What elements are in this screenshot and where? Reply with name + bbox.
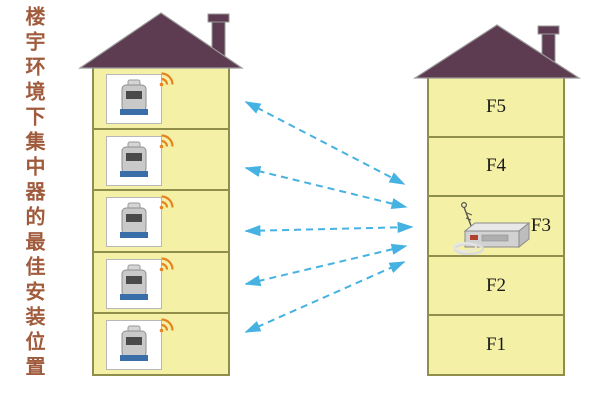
wifi-signal-icon	[158, 316, 176, 334]
left-floor-5	[94, 68, 228, 130]
wifi-signal-icon	[158, 255, 176, 273]
right-chimney-icon	[537, 25, 560, 67]
right-building: F5 F4 F3 F	[427, 76, 565, 376]
floor-f4: F4	[429, 138, 563, 198]
meter-device	[106, 197, 162, 248]
meter-device	[106, 320, 162, 371]
floor-label-f2: F2	[485, 274, 507, 296]
meter-device	[106, 258, 162, 309]
meter-icon	[120, 79, 148, 115]
floor-label-f5: F5	[485, 95, 507, 117]
floor-label-f4: F4	[485, 155, 507, 177]
floor-f3: F3	[429, 197, 563, 257]
signal-arrow-floor4	[244, 165, 408, 210]
left-floor-1	[94, 314, 228, 374]
meter-device	[106, 135, 162, 186]
floor-label-f1: F1	[485, 334, 507, 356]
signal-arrow-floor1	[244, 261, 406, 333]
wifi-signal-icon	[158, 193, 176, 211]
diagram-title: 楼宇环境下集中器的最佳安装位置	[22, 6, 46, 381]
floor-f1: F1	[429, 316, 563, 374]
wifi-signal-icon	[158, 132, 176, 150]
meter-icon	[120, 325, 148, 362]
left-floor-3	[94, 191, 228, 253]
wifi-signal-icon	[158, 70, 176, 88]
signal-arrow-floor3	[244, 221, 414, 237]
meter-device	[106, 74, 162, 124]
left-building	[92, 66, 230, 376]
floor-f5: F5	[429, 78, 563, 138]
left-floor-2	[94, 253, 228, 315]
meter-icon	[120, 264, 148, 300]
floor-f2: F2	[429, 257, 563, 317]
signal-arrows	[244, 101, 414, 333]
left-floor-4	[94, 130, 228, 192]
left-roof	[78, 12, 244, 69]
floor-label-f3: F3	[530, 214, 551, 236]
signal-arrow-floor2	[244, 243, 408, 287]
meter-icon	[120, 141, 148, 177]
left-chimney-icon	[207, 13, 230, 57]
meter-icon	[120, 202, 148, 239]
signal-arrow-floor5	[244, 101, 406, 185]
right-roof	[412, 24, 582, 79]
concentrator-icon	[443, 197, 553, 256]
